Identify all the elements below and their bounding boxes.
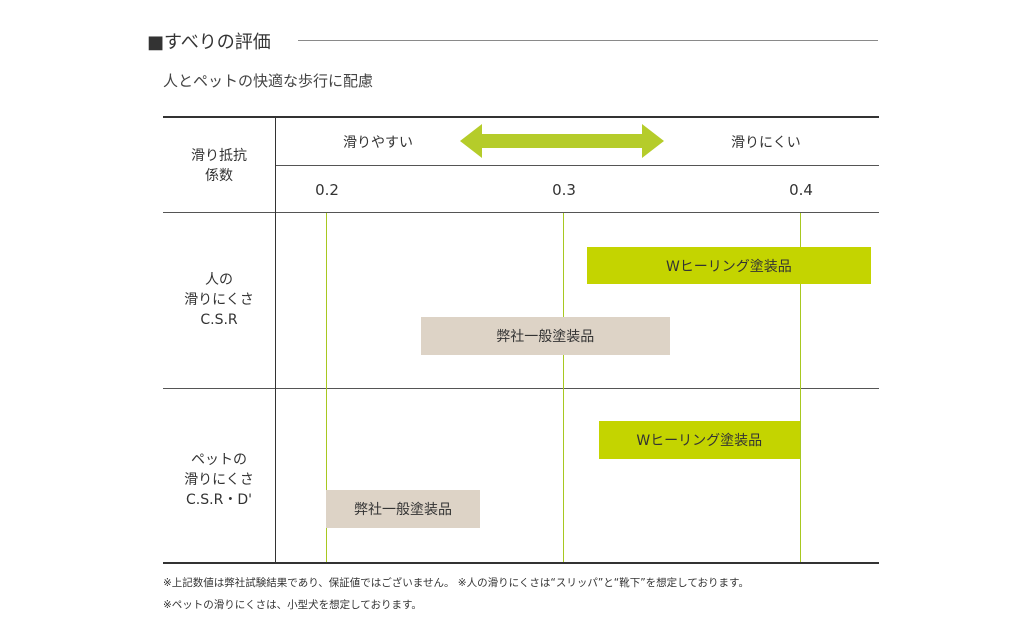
tick-label-0-4: 0.4 — [789, 181, 813, 199]
row-label-human-line-1: 人の — [205, 272, 233, 288]
row-label-pet: ペットの 滑りにくさ C.S.R・D' — [163, 450, 275, 510]
gridline-0-4 — [800, 213, 801, 562]
coefficient-header-line-2: 係数 — [205, 168, 233, 184]
bar-human-standard: 弊社一般塗装品 — [420, 317, 670, 355]
header-divider — [276, 165, 879, 166]
bar-pet-w-healing: Wヒーリング塗装品 — [598, 421, 800, 459]
tick-label-0-3: 0.3 — [552, 181, 576, 199]
bar-human-w-healing: Wヒーリング塗装品 — [586, 247, 872, 284]
slippery-label: 滑りやすい — [343, 135, 413, 151]
section-heading: ■すべりの評価 — [147, 32, 271, 53]
non-slippery-label: 滑りにくい — [731, 135, 801, 151]
double-arrow-icon — [460, 124, 664, 158]
row-label-human: 人の 滑りにくさ C.S.R — [163, 270, 275, 330]
coefficient-header-line-1: 滑り抵抗 — [191, 148, 247, 164]
row-label-pet-line-2: 滑りにくさ — [184, 472, 254, 488]
heading-rule — [298, 40, 878, 41]
header-bottom-border — [163, 212, 879, 213]
table-top-border — [163, 116, 879, 118]
bar-label-pet-w-healing: Wヒーリング塗装品 — [636, 433, 763, 449]
section-subtitle: 人とペットの快適な歩行に配慮 — [163, 72, 374, 90]
coefficient-header-label: 滑り抵抗 係数 — [163, 146, 275, 186]
row-label-human-line-2: 滑りにくさ — [184, 292, 254, 308]
tick-label-0-2: 0.2 — [315, 181, 339, 199]
row-label-pet-line-1: ペットの — [191, 452, 247, 468]
gridline-0-2 — [326, 213, 327, 562]
bar-pet-standard: 弊社一般塗装品 — [326, 490, 481, 528]
row-label-pet-line-3: C.S.R・D' — [186, 492, 252, 508]
label-column-divider — [275, 117, 276, 563]
footnote-1: ※上記数値は弊社試験結果であり、保証値ではございません。 ※人の滑りにくさは“ス… — [163, 577, 749, 589]
row-divider — [163, 388, 879, 389]
bar-label-human-w-healing: Wヒーリング塗装品 — [665, 258, 792, 275]
bar-label-human-standard: 弊社一般塗装品 — [496, 329, 595, 345]
table-bottom-border — [163, 562, 879, 564]
row-label-human-line-3: C.S.R — [200, 312, 238, 328]
footnote-2: ※ペットの滑りにくさは、小型犬を想定しております。 — [163, 599, 422, 611]
bar-label-pet-standard: 弊社一般塗装品 — [354, 502, 453, 518]
double-arrow-shape — [460, 124, 664, 158]
gridline-0-3 — [563, 213, 564, 562]
